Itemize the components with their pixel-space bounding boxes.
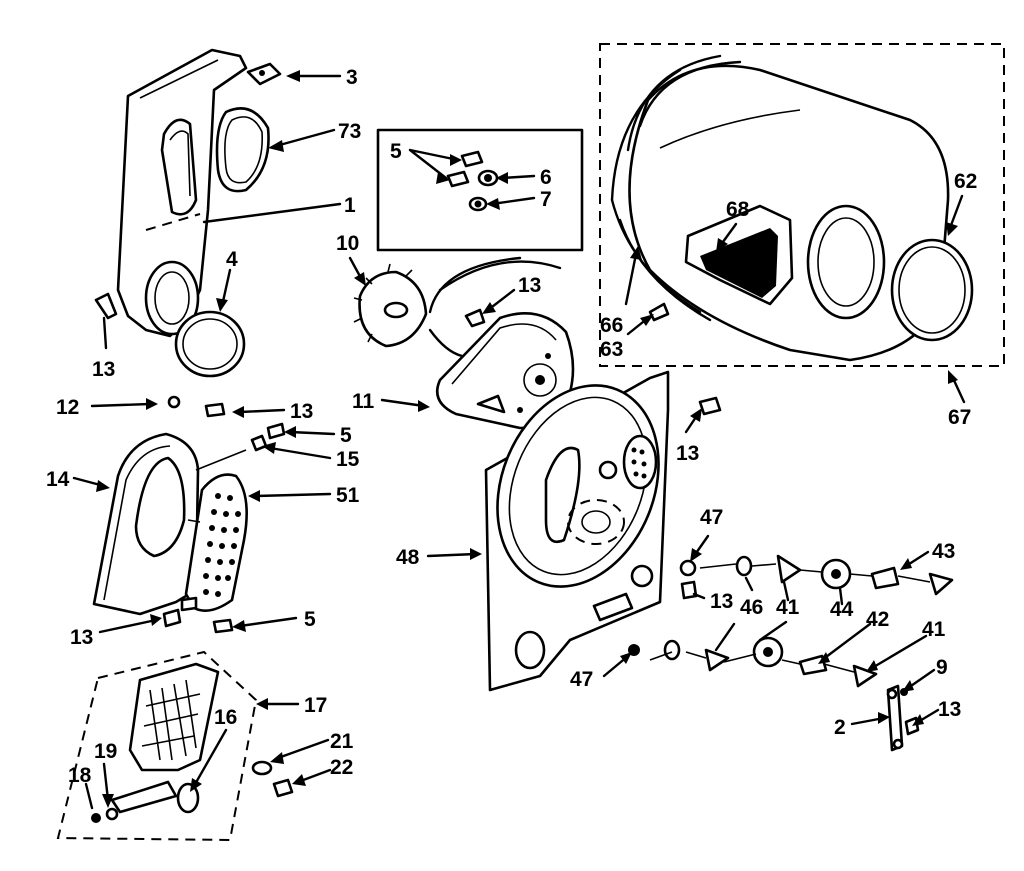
callout-18: 18	[68, 764, 92, 787]
callout-62: 62	[954, 170, 977, 193]
callout-41: 41	[922, 618, 946, 641]
small-hardware	[162, 395, 286, 634]
callout-41: 41	[776, 596, 800, 619]
callout-13: 13	[710, 590, 733, 613]
callout-12: 12	[56, 396, 79, 419]
callout-66: 66	[600, 314, 623, 337]
callout-16: 16	[214, 706, 237, 729]
callout-17: 17	[304, 694, 327, 717]
callout-47: 47	[570, 668, 593, 691]
callout-43: 43	[932, 540, 955, 563]
screw-icon	[94, 292, 118, 320]
callout-9: 9	[936, 656, 948, 679]
callout-68: 68	[726, 198, 750, 221]
callout-63: 63	[600, 338, 623, 361]
inset-box	[376, 128, 584, 252]
part-clip-3	[246, 62, 282, 86]
callout-2: 2	[834, 716, 846, 739]
screw-icon	[464, 308, 486, 328]
heater-assembly-box	[56, 650, 258, 842]
part-rear-panel-48	[484, 370, 670, 692]
callout-13: 13	[518, 274, 541, 297]
callout-48: 48	[396, 546, 420, 569]
callout-42: 42	[866, 608, 889, 631]
callout-51: 51	[336, 484, 360, 507]
callout-67: 67	[948, 406, 971, 429]
callout-19: 19	[94, 740, 117, 763]
part-ring-62	[890, 238, 974, 342]
callout-7: 7	[540, 188, 552, 211]
callout-13: 13	[70, 626, 93, 649]
part-door-14	[92, 432, 200, 616]
screw-icon	[648, 302, 670, 322]
callout-15: 15	[336, 448, 360, 471]
callout-46: 46	[740, 596, 763, 619]
idler-hardware	[628, 554, 954, 752]
inset-screws	[446, 150, 499, 212]
part-heater-16	[91, 662, 220, 823]
callout-5: 5	[390, 140, 402, 163]
callout-5: 5	[340, 424, 352, 447]
part-drum	[610, 54, 950, 362]
callout-5: 5	[304, 608, 316, 631]
callout-14: 14	[46, 468, 70, 491]
callout-13: 13	[676, 442, 699, 465]
callout-73: 73	[338, 120, 361, 143]
callout-4: 4	[226, 248, 238, 271]
callout-3: 3	[346, 66, 358, 89]
callout-22: 22	[330, 756, 353, 779]
screw-icon	[698, 396, 722, 416]
part-blower-housing-11	[435, 312, 575, 430]
callout-13: 13	[290, 400, 313, 423]
parts-21-22	[251, 760, 294, 798]
callout-44: 44	[830, 598, 854, 621]
callout-11: 11	[352, 390, 375, 413]
part-lint-screen-51	[184, 473, 248, 612]
part-front-panel	[116, 48, 248, 338]
callout-47: 47	[700, 506, 723, 529]
callout-6: 6	[540, 166, 552, 189]
callout-1: 1	[344, 194, 356, 217]
callout-13: 13	[92, 358, 115, 381]
part-pulley-10	[353, 263, 428, 348]
belt-arrow	[428, 256, 562, 314]
callout-13: 13	[938, 698, 961, 721]
callout-21: 21	[330, 730, 354, 753]
part-ring-4	[174, 310, 246, 378]
callout-labels: 1 2 3 4 5 5 5 6 7 9 10 11 12 13 13 13 13…	[46, 66, 977, 787]
callout-10: 10	[336, 232, 359, 255]
leader-lines	[72, 70, 966, 810]
drum-assembly-box	[599, 43, 1005, 367]
